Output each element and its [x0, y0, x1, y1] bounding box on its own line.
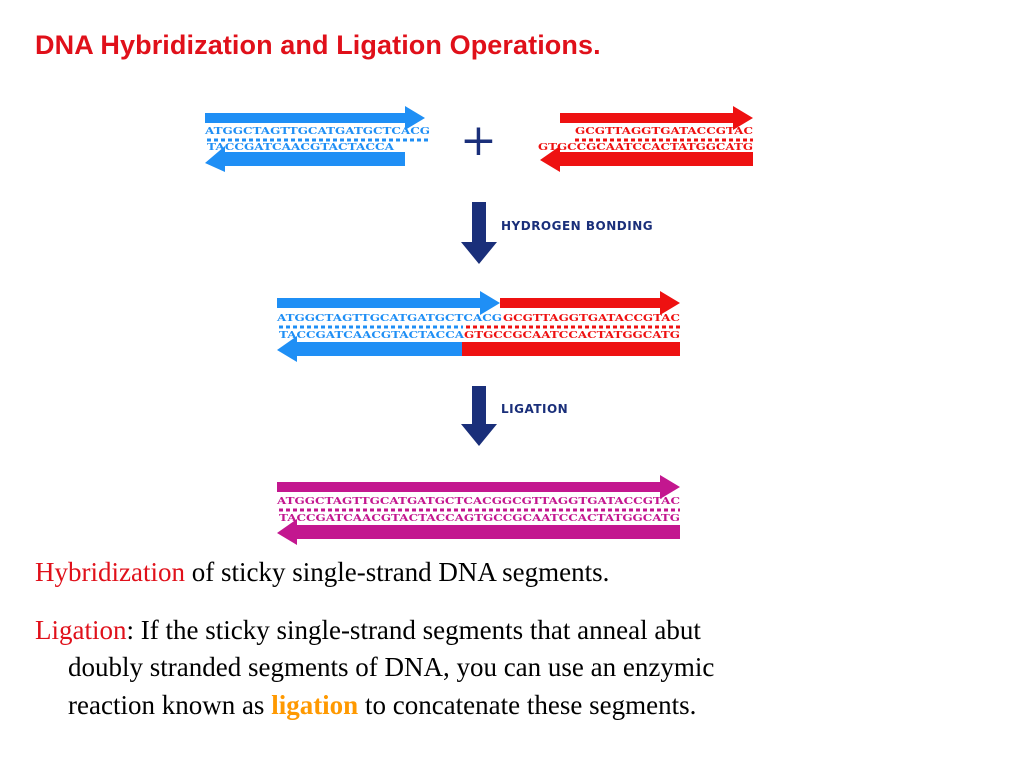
red-bottom-strand-arrow	[540, 146, 753, 172]
ligated-top-sequence: ATGGCTAGTTGCATGATGCTCACGGCGTTAGGTGATACCG…	[276, 497, 680, 507]
hybridization-description: of sticky single-strand DNA segments.	[184, 560, 610, 587]
ligation-description-line3: reaction known as ligation to concatenat…	[35, 686, 995, 724]
blue-top-strand-arrow	[205, 106, 425, 130]
down-arrow-icon	[461, 202, 497, 264]
ligated-bottom-sequence: TACCGATCAACGTACTACCAGTGCCGCAATCCACTATGGC…	[279, 514, 680, 524]
annealed-red-bottom-sequence: GTGCCGCAATCCACTATGGCATG	[464, 331, 680, 341]
dna-diagram: ATGGCTAGTTGCATGATGCTCACG TACCGATCAACGTAC…	[204, 106, 753, 545]
annealed-blue-top-arrow	[277, 291, 500, 315]
ligation-line3-suffix: to concatenate these segments.	[358, 690, 697, 720]
ligation-term: Ligation	[35, 615, 127, 645]
ligation-description-line2: doubly stranded segments of DNA, you can…	[68, 652, 715, 682]
plus-symbol: +	[460, 115, 497, 166]
ligation-bullet: Ligation: If the sticky single-strand se…	[35, 612, 995, 724]
ligation-description-line1: : If the sticky single-strand segments t…	[126, 615, 701, 645]
down-arrow-icon	[461, 386, 497, 446]
blue-top-sequence: ATGGCTAGTTGCATGATGCTCACG	[204, 127, 430, 137]
ligated-dna-segment: ATGGCTAGTTGCATGATGCTCACGGCGTTAGGTGATACCG…	[276, 475, 680, 545]
annealed-red-bottom-arrow	[462, 342, 680, 356]
red-top-sequence: GCGTTAGGTGATACCGTAC	[575, 127, 753, 137]
annealed-blue-bottom-arrow	[277, 336, 462, 362]
ligation-label: LIGATION	[501, 402, 568, 416]
annealed-blue-bottom-sequence: TACCGATCAACGTACTACCA	[279, 331, 465, 341]
annealed-blue-top-sequence: ATGGCTAGTTGCATGATGCTCACG	[276, 314, 502, 324]
ligation-highlight: ligation	[271, 690, 359, 720]
blue-bottom-strand-arrow	[205, 146, 405, 172]
blue-bottom-sequence: TACCGATCAACGTACTACCA	[207, 143, 395, 153]
hybridization-bullet: Hybridization of sticky single-strand DN…	[35, 560, 995, 590]
annealed-red-top-sequence: GCGTTAGGTGATACCGTAC	[503, 314, 680, 324]
blue-dna-segment: ATGGCTAGTTGCATGATGCTCACG TACCGATCAACGTAC…	[204, 106, 430, 172]
annealed-dna-segment: ATGGCTAGTTGCATGATGCTCACG GCGTTAGGTGATACC…	[276, 291, 680, 362]
ligation-line3-prefix: reaction known as	[68, 690, 272, 720]
red-bottom-sequence: GTGCCGCAATCCACTATGGCATG	[538, 143, 753, 153]
hydrogen-bonding-label: HYDROGEN BONDING	[501, 219, 653, 233]
red-top-strand-arrow	[560, 106, 753, 130]
ligated-top-strand-arrow	[277, 475, 680, 499]
red-dna-segment: GCGTTAGGTGATACCGTAC GTGCCGCAATCCACTATGGC…	[538, 106, 753, 172]
annealed-red-top-arrow	[500, 291, 680, 315]
page-title: DNA Hybridization and Ligation Operation…	[35, 30, 601, 60]
ligated-bottom-strand-arrow	[277, 519, 680, 545]
hybridization-term: Hybridization	[35, 560, 185, 587]
